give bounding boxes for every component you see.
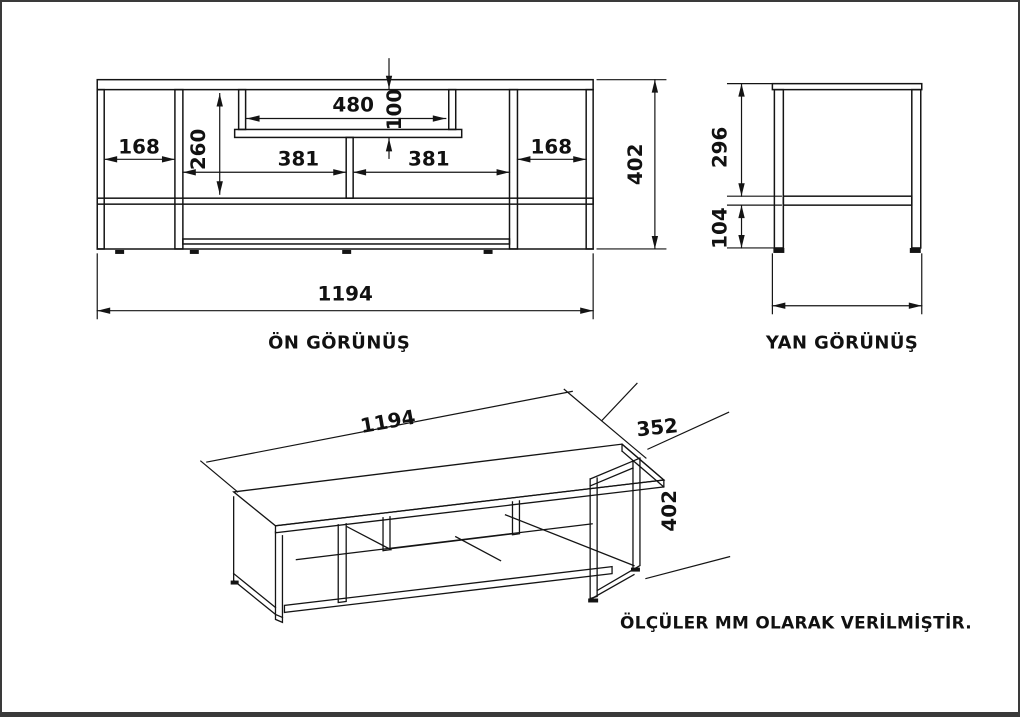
dim-iso-depth: 352 [635,414,679,441]
dim-front-right-compartment: 168 [531,135,573,158]
dim-front-niche-height: 100 [383,89,406,131]
dim-side-leg-height: 104 [709,207,732,249]
front-view-label: ÖN GÖRÜNÜŞ [268,332,410,354]
dim-front-total-width: 1194 [317,283,372,306]
dim-iso-height: 402 [658,490,681,532]
dim-front-total-height: 402 [624,144,647,186]
units-footnote: ÖLÇÜLER MM OLARAK VERİLMİŞTİR. [620,611,972,632]
dim-side-upper-height: 296 [709,127,732,169]
dim-front-shelf-right: 381 [408,147,450,170]
iso-view-drawing: 1194 352 402 [199,382,731,624]
side-view-label: YAN GÖRÜNÜŞ [765,332,918,354]
dim-front-niche-width: 480 [332,94,374,117]
dim-front-shelf-left: 381 [278,147,320,170]
dim-iso-length: 1194 [359,406,418,438]
dim-front-left-compartment: 168 [118,135,160,158]
front-view-drawing: 168 168 381 381 260 480 100 402 1194 ÖN … [96,58,667,354]
side-view-drawing: 296 104 YAN GÖRÜNÜŞ [709,82,923,354]
dim-front-open-height: 260 [187,129,210,171]
